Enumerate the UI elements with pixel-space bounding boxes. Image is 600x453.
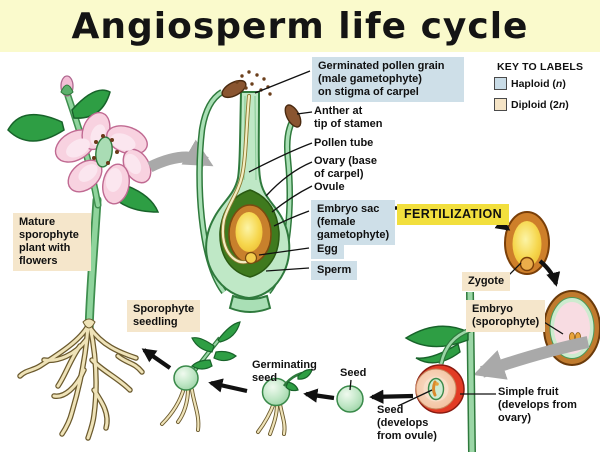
label-mature-plant: Mature sporophyte plant with flowers [13, 213, 91, 271]
haploid-label: Haploid (n) [511, 77, 566, 90]
label-anther: Anther at tip of stamen [314, 105, 383, 130]
label-egg: Egg [311, 240, 344, 259]
haploid-swatch [494, 77, 507, 90]
diploid-label: Diploid (2n) [511, 98, 569, 111]
label-sporophyte-seedling: Sporophyte seedling [127, 300, 201, 332]
arrow-seedling-to-mature-plant [141, 348, 172, 370]
arrow-germinating-seed-to-seedling [208, 378, 248, 394]
diploid-swatch [494, 98, 507, 111]
key-item-diploid: Diploid (2n) [494, 98, 569, 111]
germinating-seed-illustration [256, 369, 313, 436]
label-simple-fruit: Simple fruit (develops from ovary) [498, 386, 577, 424]
arrow-embryo-to-fruit [473, 336, 590, 380]
sporophyte-seedling-illustration [160, 321, 241, 432]
carpel-cross-section [196, 70, 302, 313]
label-pollen-tube: Pollen tube [314, 137, 374, 149]
key-item-haploid: Haploid (n) [494, 77, 566, 90]
arrow-seed-to-germinating-seed [303, 388, 335, 403]
label-ovule: Ovule [314, 181, 345, 193]
label-seed-develops: Seed (develops from ovule) [377, 404, 437, 442]
label-embryo-sac: Embryo sac (female gametophyte) [311, 200, 395, 245]
key-title: KEY TO LABELS [497, 61, 584, 73]
label-germinated-pollen-grain: Germinated pollen grain (male gametophyt… [312, 57, 464, 102]
label-germinating-seed: Germinating seed [252, 359, 317, 384]
arrow-fruit-to-seed [369, 389, 414, 404]
title-bar: Angiosperm life cycle [0, 0, 600, 52]
page-title: Angiosperm life cycle [71, 5, 529, 47]
label-seed: Seed [340, 367, 367, 379]
label-fertilization: FERTILIZATION [397, 204, 510, 225]
arrow-zygote-to-embryo [538, 259, 561, 287]
label-ovary: Ovary (base of carpel) [314, 155, 377, 180]
label-zygote: Zygote [462, 272, 511, 291]
label-sperm: Sperm [311, 261, 358, 280]
fruit-illustration [404, 291, 476, 453]
label-embryo: Embryo (sporophyte) [466, 300, 546, 332]
leader-lines [248, 70, 564, 407]
mature-plant-illustration [7, 75, 160, 441]
